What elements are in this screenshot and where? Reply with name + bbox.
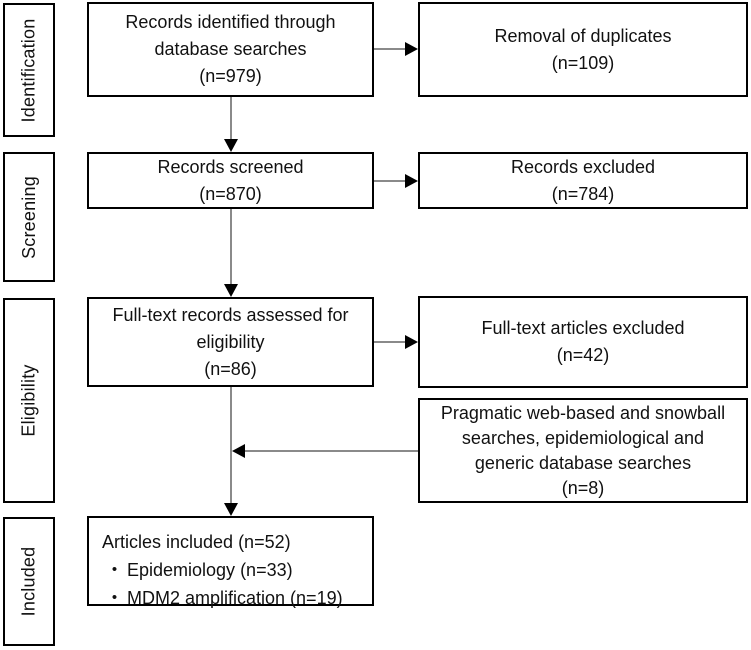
- stage-label-identification: Identification: [18, 18, 39, 122]
- connector-line: [245, 450, 418, 452]
- connector-line: [374, 341, 406, 343]
- connector-line: [374, 48, 406, 50]
- box-text-line: Full-text records assessed for: [112, 304, 349, 325]
- box-text-line: database searches: [154, 39, 307, 59]
- arrow-left-icon: [232, 444, 245, 458]
- box-pragmatic-searches: Pragmatic web-based and snowball searche…: [418, 398, 748, 503]
- stage-box-screening: Screening: [3, 152, 55, 282]
- box-text-line: (n=42): [556, 345, 610, 365]
- bullet-icon: •: [111, 589, 118, 606]
- stage-box-identification: Identification: [3, 3, 55, 137]
- connector-line: [230, 387, 232, 504]
- arrow-down-icon: [224, 284, 238, 297]
- box-fulltext-excluded: Full-text articles excluded (n=42): [418, 296, 748, 388]
- stage-label-eligibility: Eligibility: [18, 364, 39, 437]
- box-records-identified: Records identified through database sear…: [87, 2, 374, 97]
- connector-line: [230, 209, 232, 285]
- box-text-line: eligibility: [196, 331, 265, 352]
- included-title-row: Articles included (n=52): [102, 528, 364, 556]
- box-text-line: Records excluded: [510, 156, 656, 177]
- box-records-excluded: Records excluded (n=784): [418, 152, 748, 209]
- box-text-line: (n=109): [551, 52, 615, 73]
- box-removal-duplicates: Removal of duplicates (n=109): [418, 2, 748, 97]
- connector-line: [374, 180, 406, 182]
- box-text-line: (n=979): [199, 66, 262, 86]
- bullet-icon: •: [111, 561, 118, 578]
- included-bullet-row: • MDM2 amplification (n=19): [102, 584, 364, 612]
- arrow-down-icon: [224, 139, 238, 152]
- box-text-line: (n=8): [561, 477, 605, 498]
- box-fulltext-assessed: Full-text records assessed for eligibili…: [87, 297, 374, 387]
- box-text-line: Full-text articles excluded: [481, 318, 685, 338]
- box-text-line: (n=870): [199, 183, 262, 204]
- box-text-line: Pragmatic web-based and snowball: [440, 402, 726, 423]
- arrow-right-icon: [405, 174, 418, 188]
- included-title: Articles included (n=52): [102, 532, 291, 552]
- stage-label-included: Included: [18, 546, 39, 617]
- box-articles-included: Articles included (n=52) • Epidemiology …: [87, 516, 374, 608]
- arrow-right-icon: [405, 335, 418, 349]
- box-text-line: (n=784): [551, 183, 615, 204]
- included-bullet-text: Epidemiology (n=33): [127, 560, 293, 580]
- box-text-line: (n=86): [204, 358, 257, 379]
- box-text-line: Records screened: [157, 156, 304, 177]
- box-text-line: generic database searches: [474, 452, 692, 473]
- box-records-screened: Records screened (n=870): [87, 152, 374, 209]
- connector-line: [230, 97, 232, 140]
- included-bullet-text: MDM2 amplification (n=19): [127, 588, 343, 608]
- stage-box-eligibility: Eligibility: [3, 298, 55, 503]
- box-text-line: Removal of duplicates: [494, 25, 672, 46]
- stage-label-screening: Screening: [18, 175, 39, 259]
- stage-box-included: Included: [3, 517, 55, 646]
- box-text-line: Records identified through: [125, 12, 336, 32]
- included-bullet-row: • Epidemiology (n=33): [102, 556, 364, 584]
- box-text-line: searches, epidemiological and: [461, 427, 705, 448]
- arrow-right-icon: [405, 42, 418, 56]
- arrow-down-icon: [224, 503, 238, 516]
